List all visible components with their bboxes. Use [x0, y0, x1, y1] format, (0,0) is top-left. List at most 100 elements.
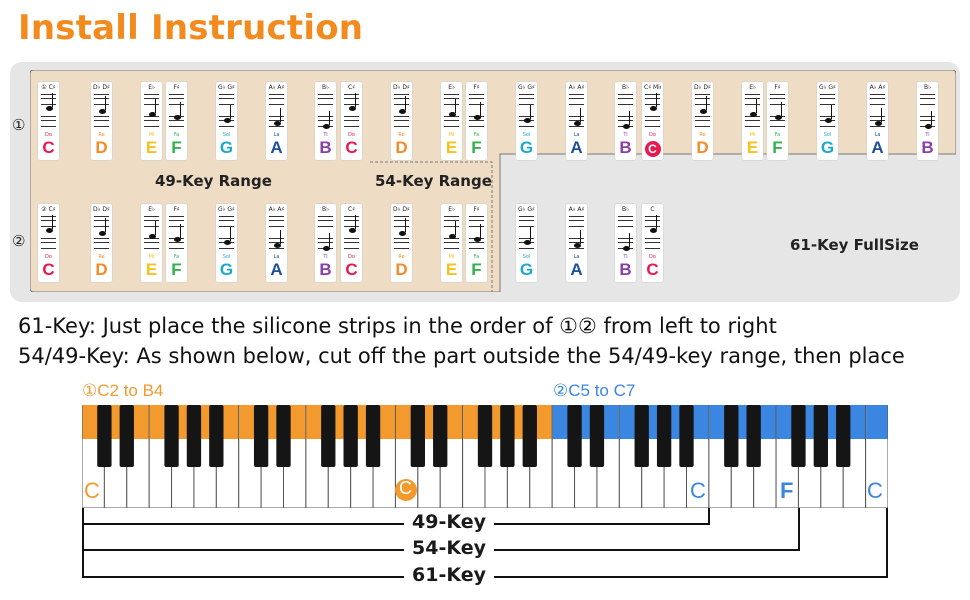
strip-accidental-label: F♯: [173, 206, 180, 213]
strip-accidental-label: E♭: [749, 84, 756, 91]
solfege-label: Re: [98, 132, 105, 138]
staff-lines: [394, 238, 409, 249]
note-letter: G: [820, 138, 835, 157]
range-54-end: [798, 508, 800, 551]
note-stem: [230, 227, 231, 241]
staff-lines: [344, 94, 359, 105]
note-letter: B: [921, 138, 934, 157]
solfege-label: Mi: [448, 254, 455, 260]
solfege-label: Ti: [323, 132, 328, 138]
note-head: [623, 124, 630, 129]
strip-accidental-label: A♭ A♯: [568, 206, 585, 213]
strip-accidental-label: D♭ D♯: [93, 84, 110, 91]
note-letter: F: [171, 138, 182, 157]
note-stem: [105, 218, 106, 232]
staff-lines: [695, 94, 710, 105]
black-key: [410, 405, 425, 467]
staff-lines: [645, 216, 660, 227]
note-head: [99, 231, 106, 236]
solfege-label: La: [573, 132, 580, 138]
note-head: [149, 234, 156, 239]
note-head: [174, 115, 181, 120]
black-key: [836, 405, 851, 467]
note-stem: [455, 99, 456, 113]
note-letter: A: [270, 138, 283, 157]
note-letter: F: [471, 260, 482, 279]
note-head: [174, 237, 181, 242]
solfege-label: Re: [699, 132, 706, 138]
note-letter: F: [471, 138, 482, 157]
solfege-label: Mi: [749, 132, 756, 138]
note-stem: [480, 102, 481, 116]
note-head: [399, 109, 406, 114]
staff-lines: [469, 216, 484, 227]
note-letter: F: [772, 138, 783, 157]
row-marker-1: ①: [12, 116, 26, 134]
solfege-label: Mi: [148, 254, 155, 260]
range-49-label: 49-Key Range: [155, 172, 272, 190]
note-stem: [180, 102, 181, 116]
strip-accidental-label: A♭ A♯: [268, 206, 285, 213]
staff-lines: [469, 94, 484, 105]
note-stem: [455, 221, 456, 235]
strip-accidental-label: ② C♯: [41, 206, 56, 213]
note-letter: D: [696, 138, 709, 157]
black-key: [477, 405, 493, 467]
strip-accidental-label: E♭: [448, 84, 455, 91]
note-stem: [52, 93, 53, 107]
staff-lines: [41, 238, 56, 249]
solfege-label: Fa: [473, 132, 480, 138]
staff-lines: [144, 116, 159, 127]
solfege-label: Do: [348, 254, 355, 260]
note-letter: E: [746, 138, 759, 157]
note-stem: [931, 111, 932, 125]
note-stem: [52, 215, 53, 229]
strip-accidental-label: B♭: [622, 84, 629, 91]
staff-lines: [318, 216, 333, 227]
note-letter: G: [219, 138, 234, 157]
black-key: [724, 405, 739, 467]
note-head: [775, 115, 782, 120]
range-49-text: 49-Key: [404, 511, 494, 533]
note-head: [399, 231, 406, 236]
solfege-label: La: [273, 254, 280, 260]
note-head: [449, 234, 456, 239]
solfege-label: Re: [98, 254, 105, 260]
solfege-label: Re: [398, 254, 405, 260]
note-stem: [656, 215, 657, 229]
black-key: [209, 405, 224, 467]
note-head: [274, 243, 281, 248]
note-head: [825, 118, 832, 123]
note-letter: E: [145, 260, 158, 279]
strip-accidental-label: G♭ G♯: [819, 84, 836, 91]
strip-accidental-label: B♭: [322, 84, 329, 91]
staff-lines: [269, 238, 284, 249]
strip-accidental-label: D♭ D♯: [694, 84, 711, 91]
note-letter: A: [570, 138, 583, 157]
instruction-54-49: 54/49-Key: As shown below, cut off the p…: [18, 344, 905, 368]
note-head: [274, 121, 281, 126]
note-letter: F: [171, 260, 182, 279]
staff-lines: [645, 94, 660, 105]
staff-lines: [344, 216, 359, 227]
note-head: [46, 106, 53, 111]
black-key: [343, 405, 358, 467]
note-head: [149, 112, 156, 117]
staff-lines: [569, 238, 584, 249]
key-strip-band: [866, 405, 888, 439]
note-stem: [831, 105, 832, 119]
note-letter: A: [270, 260, 283, 279]
staff-lines: [219, 216, 234, 227]
solfege-label: Sol: [522, 132, 531, 138]
